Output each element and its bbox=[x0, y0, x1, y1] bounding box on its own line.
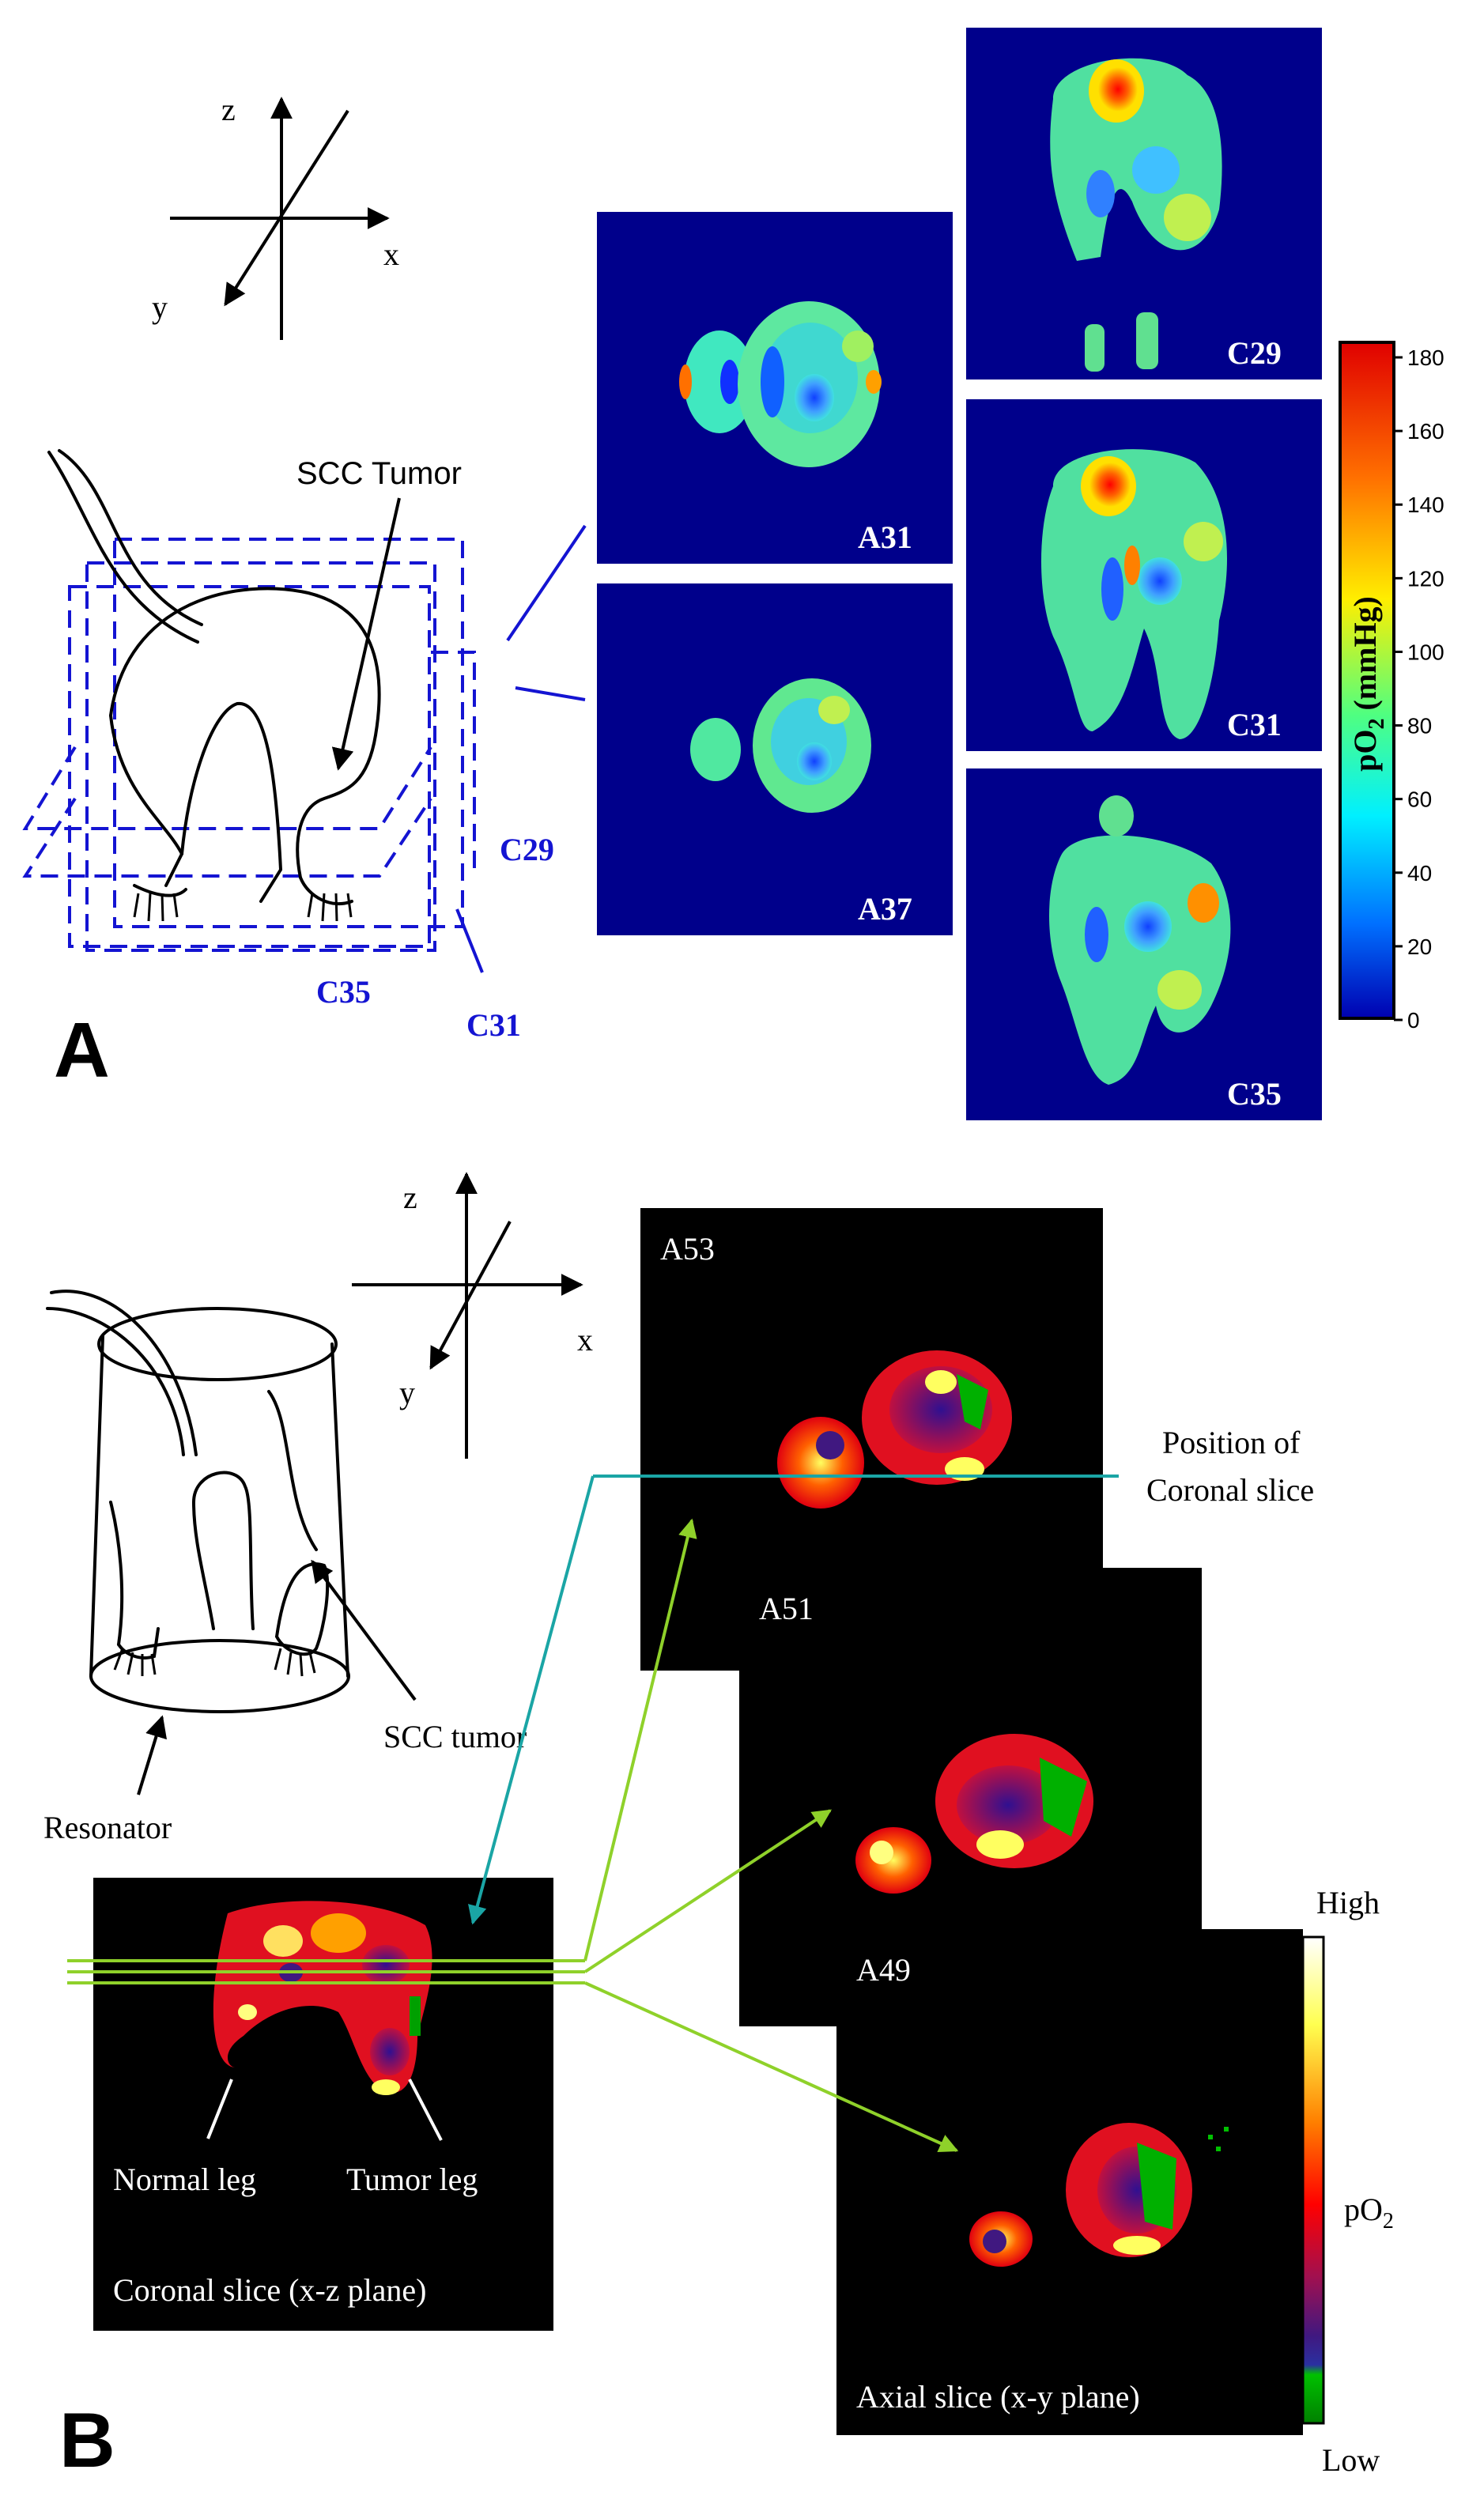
axis-a-x-label: x bbox=[383, 236, 399, 272]
colorbar-a-tick-label: 80 bbox=[1407, 714, 1432, 738]
panel-b-letter: B bbox=[59, 2396, 115, 2483]
image-a53-label: A53 bbox=[660, 1231, 715, 1267]
coronal-caption: Coronal slice (x-z plane) bbox=[113, 2272, 427, 2308]
colorbar-a-ticks: 180 160 140 120 100 80 60 40 20 0 bbox=[1394, 346, 1444, 1033]
scc-tumor-label-b: SCC tumor bbox=[383, 1719, 527, 1754]
colorbar-a-tick-label: 160 bbox=[1407, 419, 1444, 444]
colorbar-a-title: pO2 (mmHg) bbox=[1347, 596, 1389, 772]
axis-a-z-label: z bbox=[221, 92, 236, 127]
colorbar-a-tick-label: 20 bbox=[1407, 935, 1432, 959]
image-a51-label: A51 bbox=[759, 1591, 814, 1626]
panel-b: z x y Resonator SCC tumor bbox=[43, 1172, 1394, 2483]
scc-tumor-arrow-b bbox=[311, 1559, 417, 1701]
axial-caption: Axial slice (x-y plane) bbox=[856, 2379, 1140, 2415]
panel-a-letter: A bbox=[54, 1006, 110, 1093]
normal-leg-pointer bbox=[206, 2079, 233, 2139]
plane-label-c31: C31 bbox=[466, 1007, 521, 1043]
coronal-position-label-line1: Position of bbox=[1162, 1425, 1301, 1460]
axis-a-y-label: y bbox=[152, 289, 168, 325]
axes-a bbox=[170, 96, 390, 340]
panel-a: z x y SCC Tumor C bbox=[22, 28, 1444, 1120]
colorbar-a-tick-label: 140 bbox=[1407, 493, 1444, 517]
coronal-position-label-line2: Coronal slice bbox=[1146, 1472, 1314, 1508]
axis-b-z-label: z bbox=[403, 1180, 417, 1215]
axial-slice-markers bbox=[67, 1518, 959, 2153]
coronal-planes-a bbox=[22, 538, 476, 952]
colorbar-a-tick-label: 0 bbox=[1407, 1008, 1420, 1033]
colorbar-b-low: Low bbox=[1322, 2442, 1380, 2478]
plane-label-c29: C29 bbox=[500, 832, 554, 867]
colorbar-a-tick-label: 100 bbox=[1407, 640, 1444, 664]
tumor-leg-label: Tumor leg bbox=[346, 2162, 478, 2197]
paws-b bbox=[113, 1648, 316, 1677]
image-a31: A31 bbox=[597, 212, 953, 564]
image-coronal: Normal leg Tumor leg Coronal slice (x-z … bbox=[93, 1878, 553, 2331]
colorbar-b-label: pO2 bbox=[1344, 2192, 1394, 2234]
axis-b-x-label: x bbox=[577, 1322, 593, 1358]
image-a37-label: A37 bbox=[858, 891, 912, 927]
image-c31: C31 bbox=[966, 399, 1322, 751]
image-a37: A37 bbox=[597, 583, 953, 935]
paws-a bbox=[133, 893, 353, 922]
tumor-arrow-a bbox=[331, 497, 401, 771]
colorbar-a-tick-label: 180 bbox=[1407, 346, 1444, 370]
plane-label-c35: C35 bbox=[316, 974, 371, 1010]
coronal-position-marker bbox=[468, 1475, 1119, 1925]
axes-b bbox=[352, 1172, 583, 1459]
image-c35-label: C35 bbox=[1227, 1076, 1282, 1112]
image-a49: A49 Axial slice (x-y plane) bbox=[836, 1929, 1303, 2435]
image-a49-label: A49 bbox=[856, 1952, 911, 1988]
resonator-label: Resonator bbox=[43, 1810, 172, 1845]
c31-leader bbox=[455, 908, 484, 973]
colorbar-b: High Low pO2 bbox=[1301, 1885, 1394, 2478]
image-c31-label: C31 bbox=[1227, 707, 1282, 742]
axis-b-y-label: y bbox=[399, 1375, 415, 1410]
scc-tumor-label-a: SCC Tumor bbox=[296, 456, 462, 491]
resonator-arrow bbox=[137, 1715, 168, 1796]
tumor-leg-pointer bbox=[408, 2079, 443, 2141]
colorbar-b-high: High bbox=[1316, 1885, 1380, 1920]
colorbar-a-tick-label: 40 bbox=[1407, 861, 1432, 885]
image-c29-label: C29 bbox=[1227, 335, 1282, 371]
colorbar-a-tick-label: 60 bbox=[1407, 787, 1432, 812]
resonator-illustration bbox=[46, 1290, 350, 1713]
normal-leg-label: Normal leg bbox=[113, 2162, 256, 2197]
connector-a37 bbox=[515, 686, 586, 701]
image-c29: C29 bbox=[966, 28, 1322, 379]
mouse-illustration-a bbox=[47, 449, 381, 906]
image-a31-label: A31 bbox=[858, 519, 912, 555]
colorbar-a-tick-label: 120 bbox=[1407, 566, 1444, 591]
connector-a31 bbox=[506, 524, 587, 642]
colorbar-a: 180 160 140 120 100 80 60 40 20 0 pO2 (mmHg) bbox=[1339, 341, 1444, 1033]
image-c35: C35 bbox=[966, 768, 1322, 1120]
